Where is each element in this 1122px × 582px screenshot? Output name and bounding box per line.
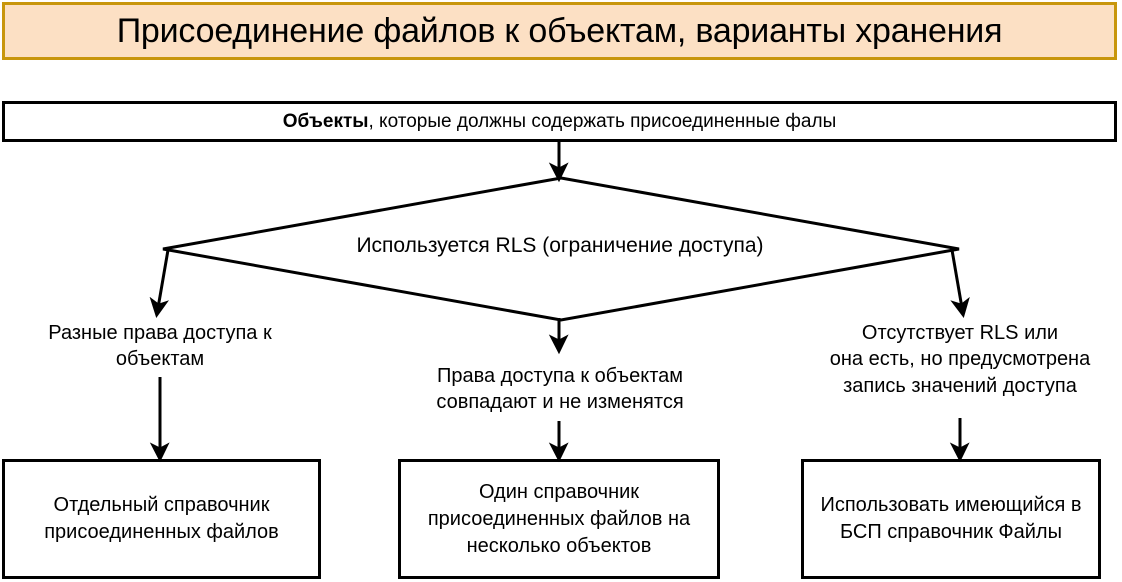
result-box-middle: Один справочник присоединенных файлов на… [398, 459, 720, 579]
arrow-decision-to-right-branch [950, 249, 970, 319]
result-box-right-line-2: БСП справочник Файлы [840, 521, 1062, 543]
branch-caption-right: Отсутствует RLS или она есть, но предусм… [805, 320, 1115, 399]
branch-caption-middle-line-1: Права доступа к объектам [436, 365, 683, 387]
arrow-decision-to-left-branch [149, 249, 170, 319]
result-box-middle-text: Один справочник присоединенных файлов на… [420, 479, 698, 560]
result-box-middle-line-2: присоединенных файлов на [427, 507, 691, 530]
root-objects-rest-label: , которые должны содержать присоединенны… [368, 110, 837, 132]
result-box-middle-line-1: Один справочник [478, 480, 640, 503]
result-box-left: Отдельный справочник присоединенных файл… [2, 459, 321, 579]
branch-caption-middle: Права доступа к объектам совпадают и не … [400, 363, 720, 416]
branch-caption-left-line-1: Разные права доступа к [48, 322, 272, 344]
branch-caption-right-line-2: она есть, но предусмотрена [829, 348, 1091, 371]
branch-caption-middle-line-2: совпадают и не изменятся [436, 391, 684, 414]
root-objects-box: Объекты, которые должны содержать присое… [2, 101, 1117, 142]
root-objects-box-text: Объекты, которые должны содержать присое… [275, 109, 844, 135]
branch-caption-left-line-2: объектам [115, 348, 205, 371]
result-box-right-text: Использовать имеющийся в БСП справочник … [812, 492, 1089, 546]
result-box-left-line-2: присоединенных файлов [44, 521, 279, 543]
root-objects-bold-label: Объекты [282, 110, 369, 132]
result-box-middle-line-3: несколько объектов [466, 534, 652, 557]
decision-diamond-label: Используется RLS (ограничение доступа) [356, 234, 764, 257]
page-title: Присоединение файлов к объектам, вариант… [116, 12, 1003, 50]
result-box-right: Использовать имеющийся в БСП справочник … [801, 459, 1101, 579]
diagram-title-banner: Присоединение файлов к объектам, вариант… [2, 2, 1117, 60]
result-box-left-text: Отдельный справочник присоединенных файл… [36, 492, 287, 546]
branch-caption-right-line-3: запись значений доступа [843, 374, 1077, 397]
result-box-left-line-1: Отдельный справочник [53, 494, 270, 516]
branch-caption-left: Разные права доступа к объектам [10, 320, 310, 373]
result-box-right-line-1: Использовать имеющийся в [820, 494, 1082, 516]
branch-caption-right-line-1: Отсутствует RLS или [861, 322, 1059, 344]
